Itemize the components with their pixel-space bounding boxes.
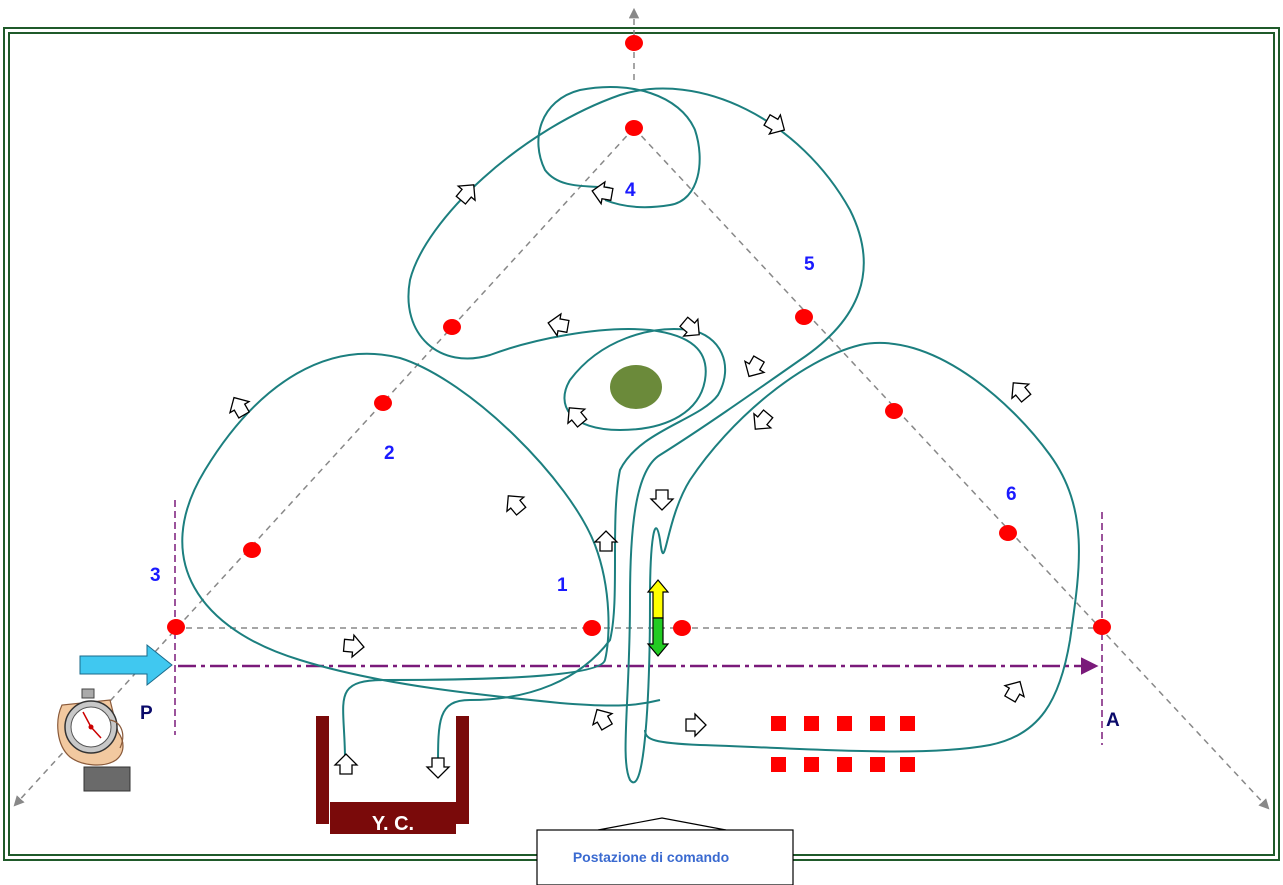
direction-arrow-icon: [545, 311, 571, 338]
cone: [795, 309, 813, 325]
cone: [625, 35, 643, 51]
yellow-green-double-arrow-icon: [646, 579, 670, 657]
start-entry-arrow: [79, 643, 173, 687]
cone-number-4: 4: [625, 180, 636, 201]
cone-number-3: 3: [150, 565, 161, 586]
direction-arrow-icon: [738, 352, 770, 383]
course-track: [181, 86, 1080, 784]
direction-arrow-icon: [685, 713, 707, 737]
direction-arrow-icon: [999, 675, 1031, 706]
cone-numbers: 1 2 3 4 5 6: [150, 180, 1017, 596]
direction-arrows: [223, 109, 1036, 779]
command-post-label: Postazione di comando: [573, 849, 729, 865]
yc-box-label: Y. C.: [372, 813, 414, 835]
cone-number-2: 2: [384, 443, 395, 464]
square-markers: [771, 716, 915, 772]
start-label: P: [140, 703, 153, 724]
cone: [885, 403, 903, 419]
cone: [443, 319, 461, 335]
cone: [167, 619, 185, 635]
cone: [625, 120, 643, 136]
cone: [1093, 619, 1111, 635]
direction-arrow-icon: [586, 703, 618, 734]
direction-arrow-icon: [499, 488, 531, 519]
cone-number-1: 1: [557, 575, 568, 596]
cone-number-5: 5: [804, 254, 815, 275]
cone: [673, 620, 691, 636]
cones: [167, 35, 1111, 636]
direction-arrow-icon: [594, 530, 618, 552]
direction-arrow-icon: [426, 757, 450, 779]
cone: [583, 620, 601, 636]
direction-arrow-icon: [223, 391, 255, 422]
command-post: Postazione di comando: [536, 817, 794, 885]
direction-arrow-icon: [334, 753, 358, 775]
finish-label: A: [1106, 710, 1120, 731]
direction-arrow-icon: [650, 489, 674, 511]
cone-number-6: 6: [1006, 484, 1017, 505]
direction-arrow-icon: [1004, 375, 1036, 406]
yc-box: Y. C.: [316, 716, 469, 835]
start-finish-lines: [174, 500, 1103, 745]
central-pillar: [610, 365, 662, 409]
cone: [374, 395, 392, 411]
direction-arrow-icon: [342, 633, 366, 659]
direction-arrow-icon: [746, 406, 778, 437]
cone: [999, 525, 1017, 541]
stopwatch-hand-icon: [57, 688, 131, 792]
cone: [243, 542, 261, 558]
